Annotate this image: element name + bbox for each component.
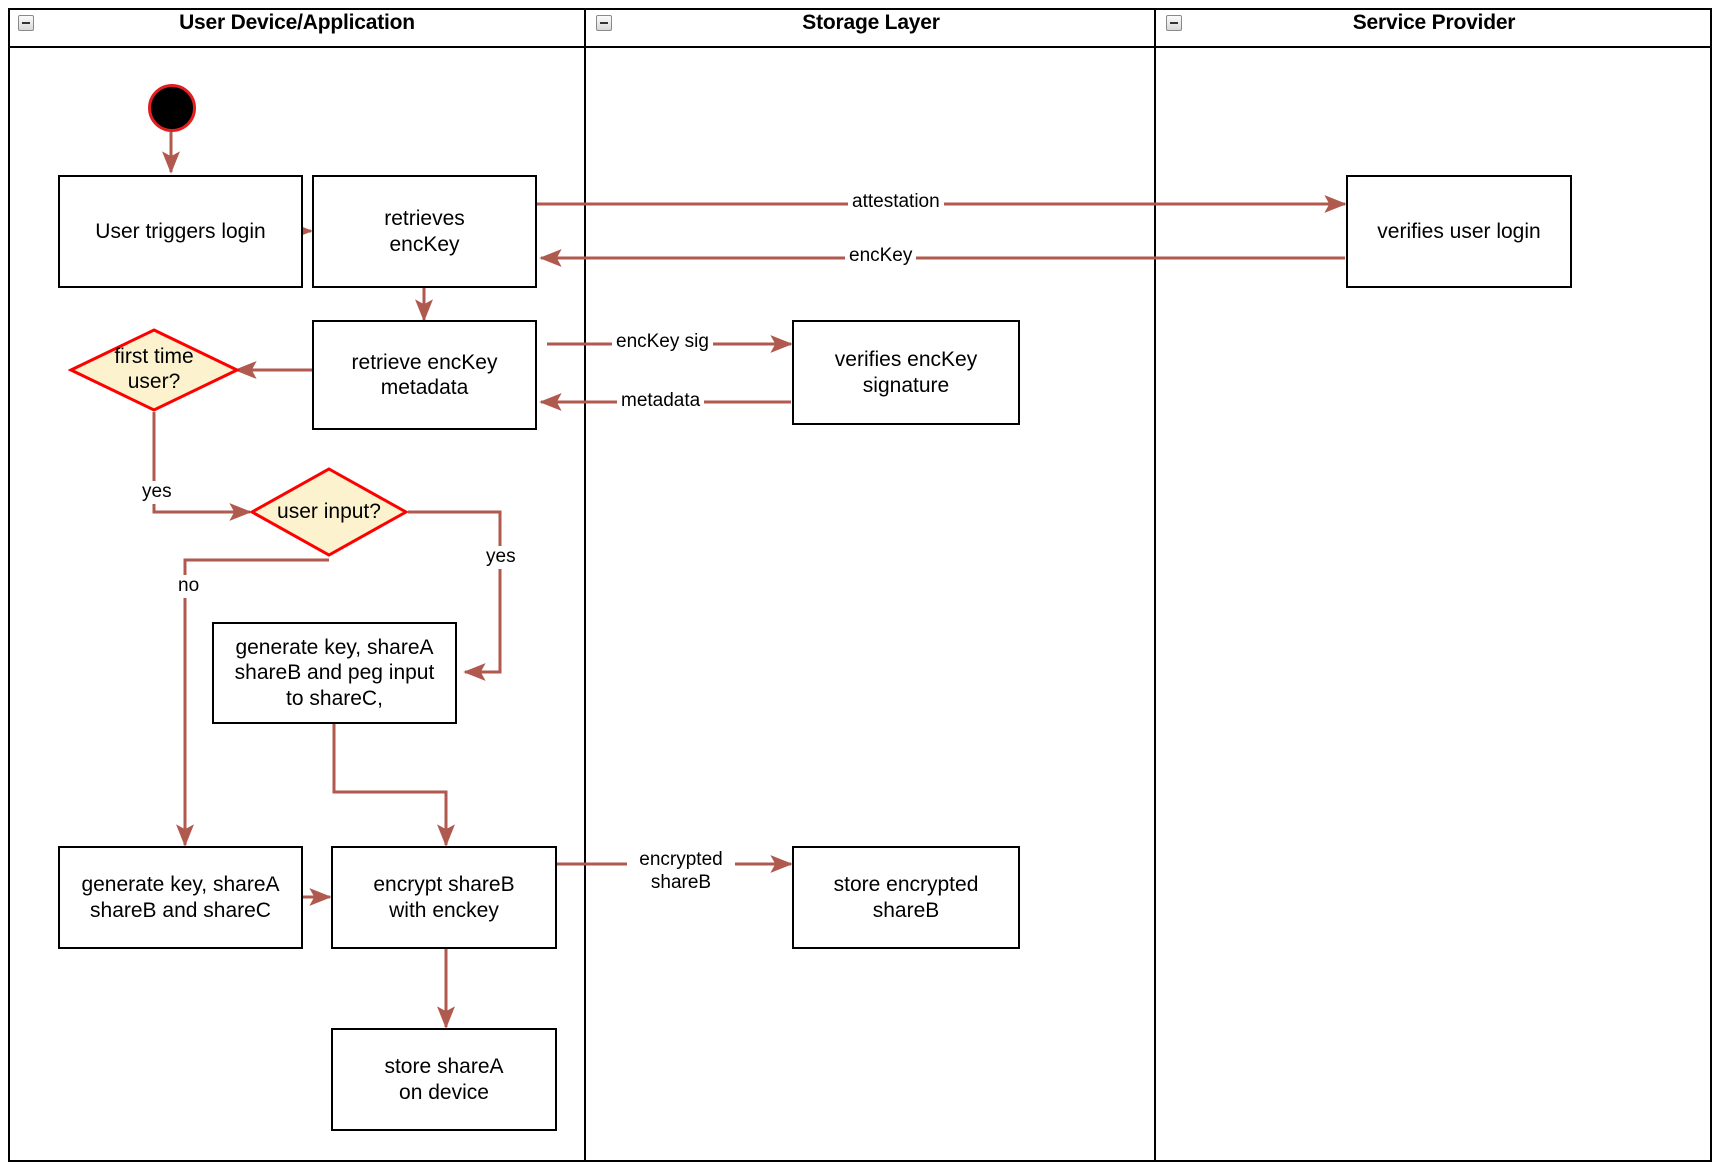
action-label: User triggers login: [95, 219, 266, 243]
swimlane-header-user-device[interactable]: User Device/Application: [8, 0, 586, 48]
decision-label: user input?: [277, 499, 381, 523]
diamond-shape: [249, 467, 409, 557]
swimlane-frame: [8, 8, 1712, 1162]
swimlane-header-storage-layer[interactable]: Storage Layer: [586, 0, 1156, 48]
action-verifies-user-login[interactable]: verifies user login: [1346, 175, 1572, 288]
edge-label-yes-user-input: yes: [482, 546, 520, 569]
swimlane-title-service-provider: Service Provider: [1352, 11, 1516, 34]
start-node: [148, 84, 196, 132]
action-label: verifies encKey signature: [834, 348, 978, 397]
edge-label-enckey-sig: encKey sig: [612, 331, 713, 354]
swimlane-header-service-provider[interactable]: Service Provider: [1156, 0, 1712, 48]
collapse-minus-icon[interactable]: [1166, 15, 1182, 31]
action-verifies-enckey-signature[interactable]: verifies encKey signature: [792, 320, 1020, 425]
edge-label-no-user-input: no: [174, 575, 204, 598]
action-user-triggers-login[interactable]: User triggers login: [58, 175, 303, 288]
action-label: verifies user login: [1377, 219, 1541, 243]
diamond-shape: [68, 328, 240, 412]
swimlane-title-user-device: User Device/Application: [179, 11, 415, 34]
swimlane-column-user-device: [8, 8, 586, 1162]
edge-label-yes-first-time-user: yes: [138, 481, 176, 504]
swimlane-column-storage-layer: [586, 8, 1156, 1162]
collapse-minus-icon[interactable]: [18, 15, 34, 31]
edge-label-attestation: attestation: [848, 191, 944, 214]
decision-user-input[interactable]: user input?: [249, 466, 409, 558]
swimlane-title-storage-layer: Storage Layer: [802, 11, 940, 34]
collapse-minus-icon[interactable]: [596, 15, 612, 31]
edge-label-metadata: metadata: [617, 390, 705, 413]
edge-label-enckey: encKey: [845, 245, 917, 268]
